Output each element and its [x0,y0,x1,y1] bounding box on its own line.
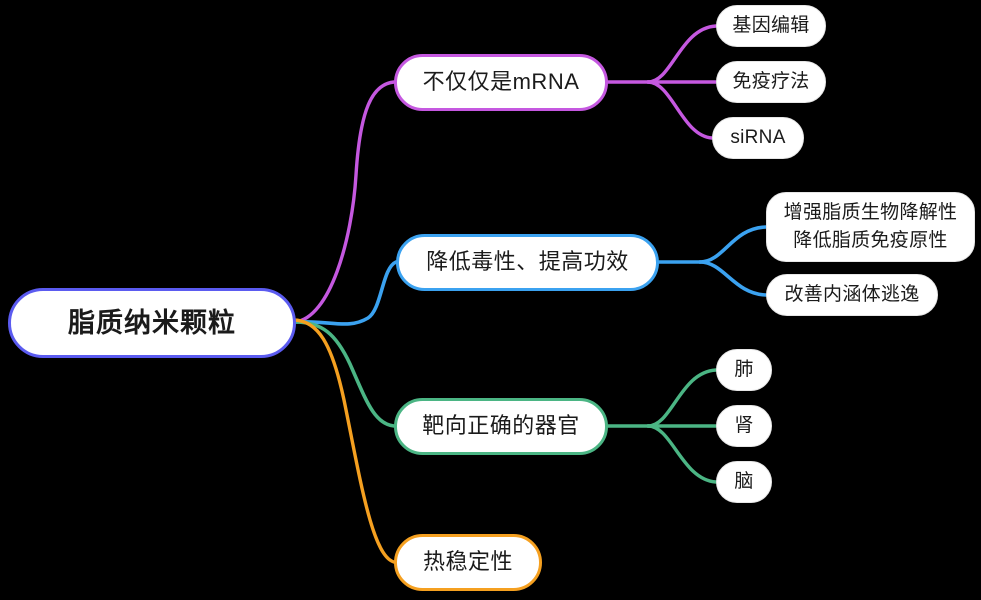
node-leaf-endosomal-escape[interactable]: 改善内涵体逃逸 [766,274,938,316]
edge-branch-0-to-child-2 [646,80,714,140]
edge-root-to-branch-2 [293,320,396,428]
node-branch-target-right-organ[interactable]: 靶向正确的器官 [394,398,608,455]
node-branch-thermal-stability[interactable]: 热稳定性 [394,534,542,591]
edge-branch-1-to-child-1 [698,260,768,297]
edge-root-to-branch-1 [293,260,398,326]
edge-root-to-branch-3 [291,318,396,564]
edge-branch-2-to-child-2 [646,424,718,484]
node-leaf-lung[interactable]: 肺 [716,349,772,391]
node-branch-reduce-toxicity[interactable]: 降低毒性、提高功效 [396,234,659,291]
node-leaf-immunotherapy[interactable]: 免疫疗法 [716,61,826,103]
edge-branch-0-to-child-0 [646,24,718,84]
edge-root-to-branch-0 [293,80,396,324]
edge-branch-1-to-child-0 [698,225,768,264]
edge-branch-2-to-child-0 [646,368,718,428]
node-root[interactable]: 脂质纳米颗粒 [8,288,296,358]
node-leaf-sirna[interactable]: siRNA [712,117,804,159]
node-leaf-gene-editing[interactable]: 基因编辑 [716,5,826,47]
node-branch-not-just-mrna[interactable]: 不仅仅是mRNA [394,54,608,111]
node-leaf-kidney[interactable]: 肾 [716,405,772,447]
node-leaf-brain[interactable]: 脑 [716,461,772,503]
node-leaf-biodegradability-immunogenicity[interactable]: 增强脂质生物降解性 降低脂质免疫原性 [766,192,975,262]
